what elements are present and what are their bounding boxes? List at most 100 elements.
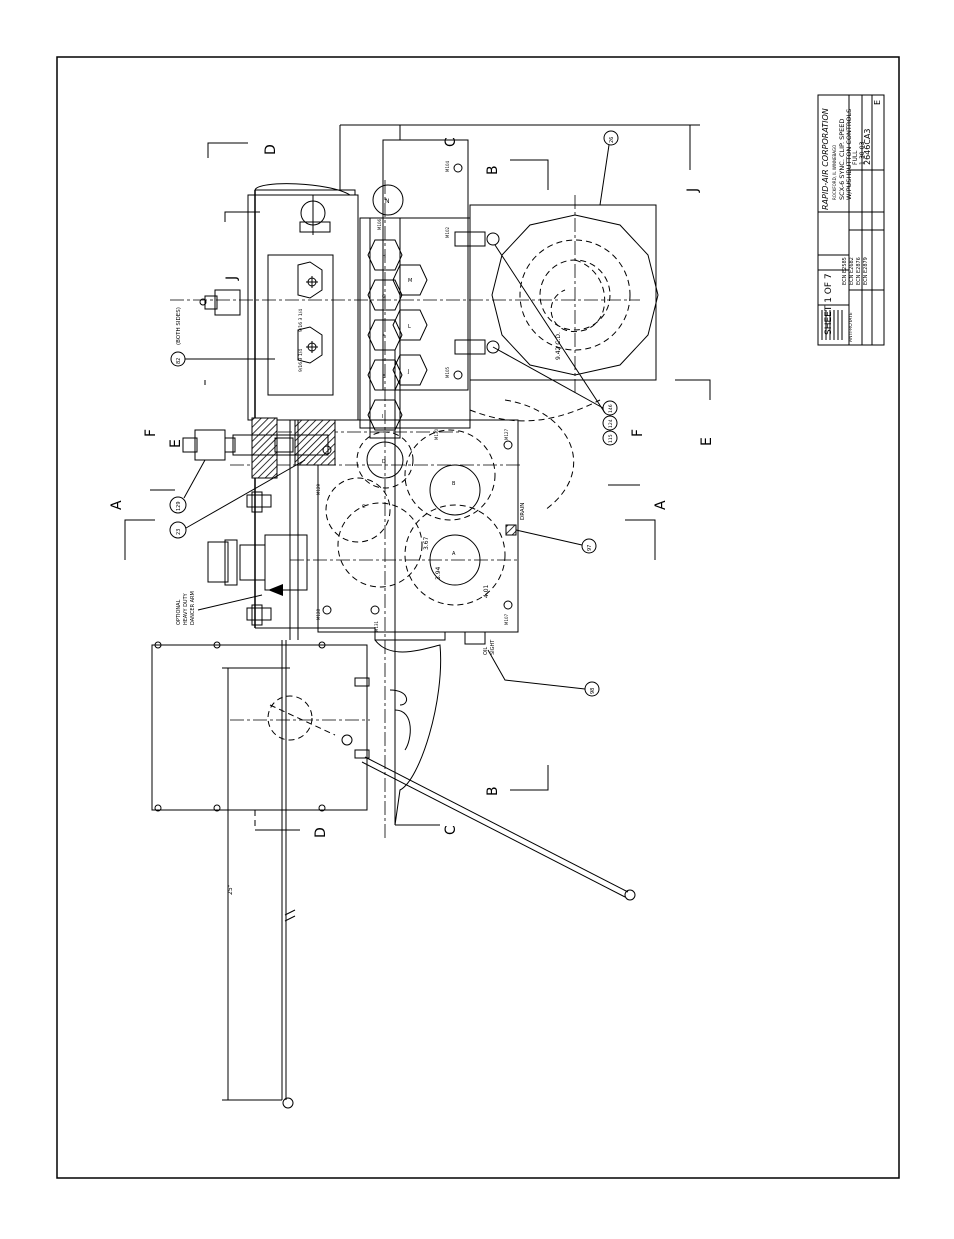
title-line-1: SCX-6 SYNC. CLIP. SPEED — [838, 119, 846, 200]
hole-m106: M106 — [377, 218, 382, 230]
gear-h: G — [382, 294, 386, 300]
balloon-26: 26 — [599, 130, 619, 206]
dancer-arm-panel — [151, 641, 370, 830]
note-optional-1: OPTIONAL — [176, 599, 182, 625]
balloon-82: 82 — [170, 351, 275, 367]
drain-label: DRAIN — [520, 503, 526, 520]
sheet-number: SHEET 1 OF 7 — [824, 273, 834, 335]
ecn-row-4: ECN E2879 — [863, 257, 869, 285]
hole-m127: M127 — [504, 428, 509, 440]
hole-m131: M131 — [374, 620, 379, 632]
svg-text:129: 129 — [176, 501, 182, 511]
machine-frame — [247, 124, 700, 826]
section-j-right: J — [685, 188, 701, 193]
hole-m107: M107 — [504, 613, 509, 625]
gear-m: M — [408, 278, 412, 284]
gauge-label-2: 9/16 3 1/4 — [298, 349, 304, 372]
date-value: 1-30-03 — [859, 141, 866, 165]
revision-letter: E — [873, 100, 882, 105]
ecn-row-3: ECN E2876 — [856, 257, 862, 285]
drain-plug — [505, 524, 517, 536]
hole-m129: M129 — [316, 483, 321, 495]
gear-n: N — [385, 198, 390, 205]
gear-train: N M L J H G F E I D C B A A — [325, 184, 506, 606]
scale-value: FULL — [852, 150, 859, 165]
section-markers: D C B J J F E F E A A B C D — [109, 137, 715, 838]
hole-m102: M102 — [445, 226, 450, 238]
optional-leader — [197, 594, 263, 611]
hole-m128: M128 — [316, 608, 321, 620]
svg-text:97: 97 — [587, 545, 593, 551]
large-wheel: 9.42 C.D. — [454, 214, 659, 511]
dim-25: 25" — [227, 884, 234, 895]
svg-text:115: 115 — [608, 434, 614, 443]
section-d-bottom: D — [313, 827, 329, 838]
hole-m130: M130 — [434, 428, 439, 440]
upper-housing: 9/16 3 1/4 9/16 3 1/4 — [199, 183, 351, 396]
oil-sight — [464, 631, 486, 645]
gear-c: B — [452, 481, 456, 487]
page-border — [56, 56, 900, 1179]
gear-f: E — [382, 374, 385, 380]
balloon-97: 97 — [515, 529, 597, 554]
svg-text:23: 23 — [176, 529, 182, 535]
anti-rotate-label: ANTI-ROTATE — [848, 312, 854, 342]
gear-l: L — [408, 324, 411, 330]
gear-b: A — [452, 551, 456, 557]
gear-d: C — [362, 504, 366, 510]
svg-text:98: 98 — [590, 688, 596, 694]
svg-text:124: 124 — [608, 419, 614, 428]
section-e-right: E — [699, 437, 715, 446]
balloon-98: 98 — [487, 649, 600, 697]
dancer-arm-rods: 25" — [222, 640, 636, 1109]
gear-j: I — [382, 414, 383, 420]
svg-text:26: 26 — [609, 137, 615, 143]
gear-i: H — [382, 254, 386, 260]
lower-left-housing — [207, 420, 308, 640]
section-c-bottom: C — [443, 825, 459, 835]
balloon-23: 23 — [169, 459, 306, 539]
center-lines — [170, 180, 640, 840]
section-c-top: C — [443, 137, 459, 147]
svg-text:82: 82 — [176, 358, 182, 364]
section-d-top: D — [263, 144, 279, 155]
balloon-group-115-124-146: 146 124 115 — [492, 244, 618, 446]
title-line-2: W/PUSHBUTTON CONTROLS — [845, 109, 853, 200]
section-f-left: F — [143, 429, 159, 437]
section-e-left: E — [168, 439, 184, 448]
frame-holes: M104 M102 M105 M106 M130 M127 M129 M128 … — [316, 160, 513, 632]
oil-sight-label-1: OIL — [483, 647, 489, 655]
ecn-row-1: ECN E2585 — [842, 257, 848, 285]
section-f-right: F — [630, 429, 646, 437]
dim-394: 3.94 — [435, 566, 442, 580]
center-distance-label: 9.42 C.D. — [555, 332, 562, 360]
balloon-129: 129 — [169, 459, 206, 514]
note-optional-3: DANCER ARM — [190, 591, 196, 625]
note-optional-2: HEAVY DUTY — [183, 592, 189, 625]
gauge-label-1: 9/16 3 1/4 — [298, 309, 304, 332]
svg-text:146: 146 — [608, 404, 614, 413]
oil-sight-label-2: SIGHT — [490, 639, 496, 655]
section-a-right: A — [653, 500, 669, 510]
gear-g: F — [382, 334, 385, 340]
section-cut-lines — [124, 124, 711, 831]
drawing-number: 2646CA3 — [863, 128, 872, 165]
note-both-sides: (BOTH SIDES) — [176, 307, 182, 345]
gear-k: J — [407, 369, 409, 375]
gear-e: D — [382, 459, 386, 465]
section-j-left: J — [224, 276, 240, 281]
ecn-row-2: ECN E2682 — [849, 257, 855, 285]
section-a-left: A — [109, 500, 125, 510]
hole-m105: M105 — [445, 366, 450, 378]
dim-367: 3.67 — [423, 536, 430, 550]
title-block: RAPID-AIR CORPORATION ROCKFORD, IL WINNE… — [817, 94, 885, 346]
company-name: RAPID-AIR CORPORATION — [821, 108, 830, 210]
section-b-top: B — [485, 165, 501, 175]
company-location: ROCKFORD, IL WINNEBAGO — [832, 145, 837, 200]
drive-shaft-assembly — [182, 417, 336, 479]
hole-m104: M104 — [445, 160, 450, 172]
dim-401: 4.01 — [483, 584, 490, 598]
section-b-bottom: B — [485, 786, 501, 796]
